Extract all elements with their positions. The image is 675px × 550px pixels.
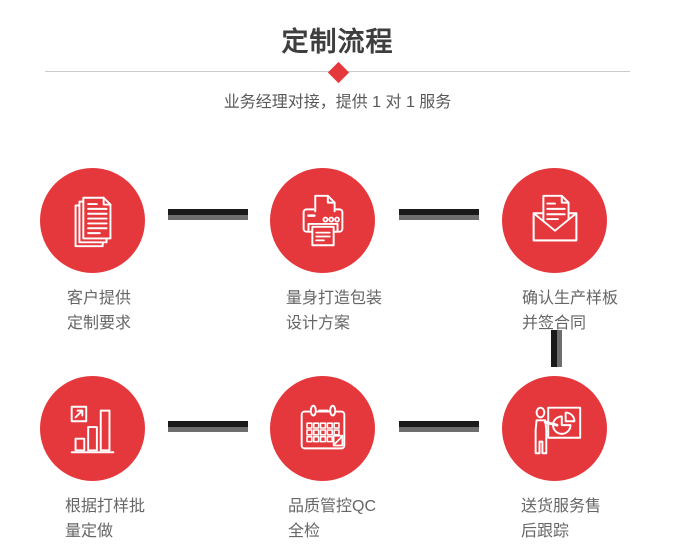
step-circle-1 — [40, 168, 145, 273]
open-envelope-icon — [532, 194, 577, 241]
step-label-6: 送货服务售 后跟踪 — [521, 494, 601, 544]
step-label-1: 客户提供 定制要求 — [67, 286, 131, 336]
step-label-4: 根据打样批 量定做 — [65, 494, 145, 544]
step-label-2: 量身打造包装 设计方案 — [286, 286, 382, 336]
presentation-board-icon — [534, 406, 581, 454]
step-label-2-line1: 量身打造包装 — [286, 290, 383, 307]
page-subtitle: 业务经理对接，提供 1 对 1 服务 — [223, 94, 452, 111]
step-circle-5 — [270, 376, 375, 481]
printer-icon — [302, 194, 343, 246]
step-label-5-line2: 全检 — [288, 523, 321, 540]
step-circle-4 — [40, 376, 145, 481]
calendar-icon — [300, 404, 345, 449]
step-label-3: 确认生产样板 并签合同 — [522, 286, 618, 336]
step-label-4-line2: 量定做 — [65, 523, 114, 540]
page-title: 定制流程 — [281, 27, 394, 57]
connector-step4-step5 — [168, 421, 248, 432]
connector-step5-step6 — [399, 421, 479, 432]
connector-step2-step3 — [399, 209, 479, 220]
step-label-4-line1: 根据打样批 — [65, 498, 146, 515]
step-circle-2 — [270, 168, 375, 273]
step-label-5-line1: 品质管控QC — [288, 498, 377, 515]
step-label-2-line2: 设计方案 — [286, 315, 351, 332]
step-label-6-line1: 送货服务售 — [521, 498, 602, 515]
step-circle-6 — [502, 376, 607, 481]
step-circle-3 — [502, 168, 607, 273]
connector-step3-step6 — [551, 330, 562, 367]
step-label-5: 品质管控QC 全检 — [288, 494, 376, 544]
step-label-6-line2: 后跟踪 — [521, 523, 570, 540]
diamond-icon — [327, 61, 349, 83]
growth-bar-chart-icon — [70, 405, 114, 453]
step-label-3-line2: 并签合同 — [522, 315, 587, 332]
stacked-documents-icon — [74, 196, 111, 247]
step-label-1-line2: 定制要求 — [67, 315, 132, 332]
connector-step1-step2 — [168, 209, 248, 220]
step-label-1-line1: 客户提供 — [67, 290, 132, 307]
step-label-3-line1: 确认生产样板 — [522, 290, 619, 307]
